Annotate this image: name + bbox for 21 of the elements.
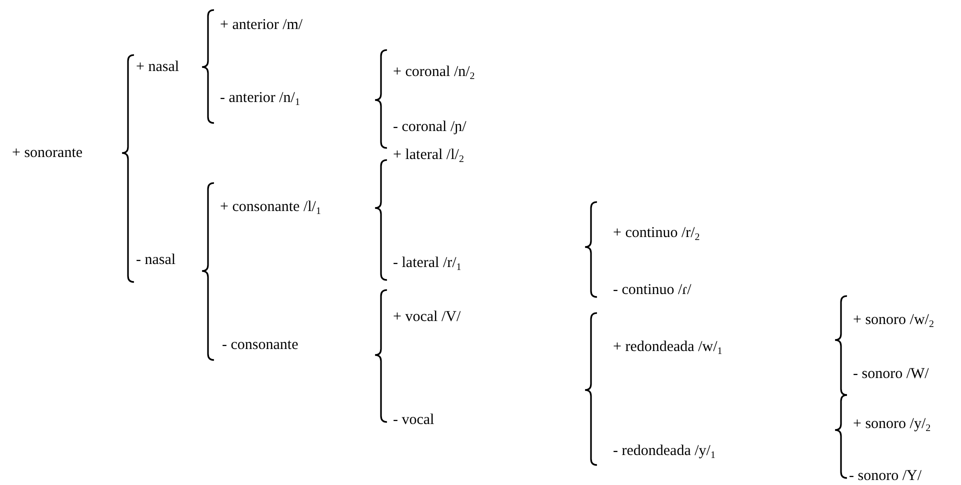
feature-label: + consonante /l/$_{1}$ <box>220 198 321 216</box>
feature-label: - sonoro /Y/ <box>849 467 922 485</box>
feature-label: - lateral /r/$_{1}$ <box>393 254 462 272</box>
feature-label: + anterior /m/ <box>220 16 303 34</box>
feature-label: - continuo /ɾ/ <box>613 281 692 299</box>
feature-label: + lateral /l/$_{2}$ <box>393 146 464 164</box>
feature-label: - redondeada /y/$_{1}$ <box>613 442 716 460</box>
feature-label: + continuo /r/$_{2}$ <box>613 224 700 242</box>
feature-label: + sonoro /y/$_{2}$ <box>853 415 931 433</box>
feature-label: + sonorante <box>12 144 83 162</box>
feature-label: - sonoro /W/ <box>853 365 929 383</box>
feature-label: + nasal <box>136 58 180 76</box>
feature-label: - vocal <box>393 411 434 429</box>
feature-label: - coronal /ɲ/ <box>393 118 466 136</box>
feature-label: - nasal <box>136 251 176 269</box>
feature-label: + redondeada /w/$_{1}$ <box>613 338 722 356</box>
feature-label: - consonante <box>222 336 298 354</box>
feature-label: + sonoro /w/$_{2}$ <box>853 311 934 329</box>
feature-label: + coronal /n/$_{2}$ <box>393 63 475 81</box>
feature-label: + vocal /V/ <box>393 308 461 326</box>
feature-label: - anterior /n/$_{1}$ <box>220 89 300 107</box>
